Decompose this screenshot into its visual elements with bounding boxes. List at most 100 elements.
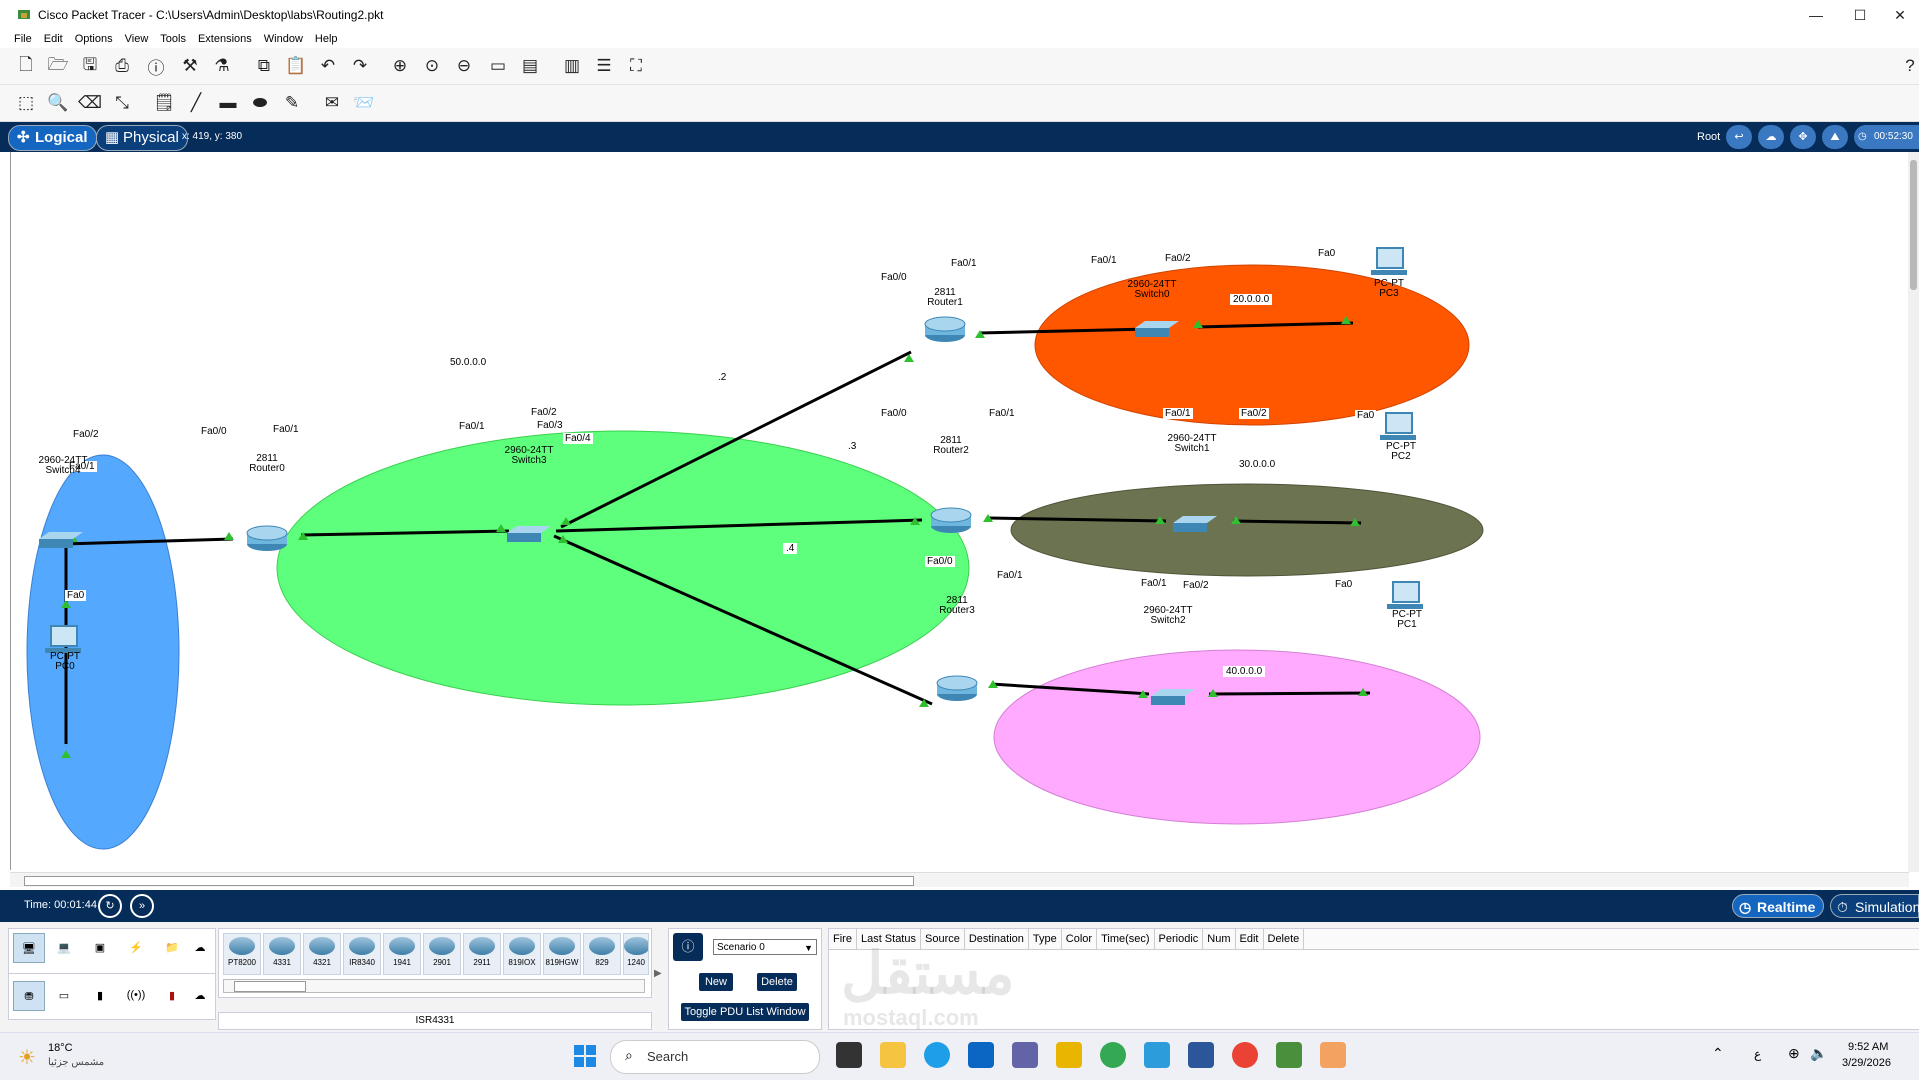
input-language[interactable]: ع [1754,1047,1762,1061]
link-switchl-router0[interactable] [62,537,234,546]
vertical-scroll-thumb[interactable] [1910,160,1917,290]
pdu-col-num[interactable]: Num [1203,929,1236,949]
menu-extensions[interactable]: Extensions [197,33,252,45]
switch1-icon[interactable] [1173,516,1217,532]
activity-wizard-icon[interactable]: ⚗ [214,56,230,75]
scenario-select[interactable]: Scenario 0▼ [713,939,817,955]
remote-desktop-icon[interactable] [1144,1042,1170,1068]
switch3-icon[interactable] [507,526,551,542]
background-image-icon[interactable]: ⛰ [1822,125,1848,149]
link-router0-switch3[interactable] [300,529,510,537]
redo-icon[interactable]: ↷ [352,56,368,75]
horizontal-scrollbar[interactable] [10,872,1909,887]
pdu-col-destination[interactable]: Destination [965,929,1029,949]
simple-pdu-icon[interactable]: ✉ [324,93,340,112]
linkedin-icon[interactable] [968,1042,994,1068]
end-devices-icon[interactable]: 💻 [57,941,71,954]
device-item[interactable]: 819HGW [543,933,581,975]
wireless-icon[interactable]: ((•)) [126,989,146,1001]
menu-window[interactable]: Window [263,33,303,45]
menu-file[interactable]: File [14,33,32,45]
resize-icon[interactable]: ⤡ [115,93,129,112]
realtime-button[interactable]: ◷Realtime [1732,894,1824,918]
link-router1-switch0[interactable] [978,327,1152,335]
pc3-icon[interactable] [1371,247,1407,275]
chrome-icon[interactable] [1100,1042,1126,1068]
router0-icon[interactable] [246,525,288,551]
viewport-clock[interactable]: ◷00:52:30 [1854,125,1919,149]
router2-icon[interactable] [930,507,972,533]
network-icon[interactable]: ⊕ [1788,1045,1800,1061]
link-switch1-pc2[interactable] [1232,519,1362,525]
toggle-pdu-list-button[interactable]: Toggle PDU List Window [681,1003,809,1021]
panel-expand-icon[interactable]: ▶ [654,968,662,979]
switch2-icon[interactable] [1151,689,1195,705]
zoom-reset-icon[interactable]: ⊙ [424,56,440,75]
info-icon[interactable]: ⓘ [147,58,165,78]
volume-icon[interactable]: 🔈 [1810,1045,1828,1061]
screenshot-icon[interactable]: ⛶ [630,56,642,75]
hubs-icon[interactable]: ▮ [96,989,104,1002]
logical-workspace[interactable]: 50.0.0.0 20.0.0.0 30.0.0.0 40.0.0.0 .2 .… [10,152,1912,870]
pdu-col-delete[interactable]: Delete [1264,929,1305,949]
misc-icon[interactable]: 📁 [165,941,179,954]
link-switch2-pc1[interactable] [1208,691,1371,696]
connections-icon[interactable]: ⚡ [129,941,143,954]
delete-icon[interactable]: ⌫ [77,93,103,112]
draw-line-icon[interactable]: ╱ [190,93,202,112]
pdu-col-color[interactable]: Color [1062,929,1098,949]
menu-edit[interactable]: Edit [43,33,63,45]
freeform-icon[interactable]: ✎ [284,93,300,112]
menu-tools[interactable]: Tools [160,33,186,45]
link-router2-switch1[interactable] [988,516,1167,523]
device-item[interactable]: 1240 [623,933,649,975]
pdu-col-periodic[interactable]: Periodic [1155,929,1204,949]
pdu-col-edit[interactable]: Edit [1236,929,1264,949]
drawing-palette-icon[interactable]: ▭ [489,56,507,75]
router3-icon[interactable] [936,675,978,701]
pdu-col-last-status[interactable]: Last Status [857,929,921,949]
start-icon[interactable] [574,1045,596,1067]
router1-icon[interactable] [924,316,966,342]
logical-mode-button[interactable]: ✣ Logical [8,125,97,151]
pdu-col-source[interactable]: Source [921,929,965,949]
fast-forward-icon[interactable]: » [130,894,154,918]
help-icon[interactable]: ? [1905,56,1915,75]
power-cycle-icon[interactable]: ↻ [98,894,122,918]
switchl-icon[interactable] [39,532,83,548]
packet-tracer-taskbar-icon[interactable] [1276,1042,1302,1068]
weather-icon[interactable]: ☀ [18,1047,36,1069]
zoom-out-icon[interactable]: ⊖ [456,56,472,75]
pdu-col-fire[interactable]: Fire [829,929,857,949]
switch0-icon[interactable] [1135,321,1179,337]
file-explorer-icon[interactable] [880,1042,906,1068]
device-item[interactable]: 2911 [463,933,501,975]
save-icon[interactable]: 🖫 [82,54,98,74]
undo-icon[interactable]: ↶ [320,56,336,75]
move-object-icon[interactable]: ✥ [1790,125,1816,149]
components-icon[interactable]: ▣ [94,941,106,954]
pc2-icon[interactable] [1380,412,1416,440]
pc0-icon[interactable] [45,625,81,653]
routers-icon[interactable]: ⛃ [13,981,45,1011]
simulation-button[interactable]: ⏱Simulation [1830,894,1919,918]
close-button[interactable]: ✕ [1894,7,1906,23]
menu-view[interactable]: View [124,33,149,45]
cluster-icon[interactable]: ☁ [1758,125,1784,149]
task-view-icon[interactable] [836,1042,862,1068]
device-item[interactable]: 829 [583,933,621,975]
network-devices-icon[interactable]: 🖥 [13,933,45,963]
print-icon[interactable]: ⎙ [115,56,129,75]
teams-icon[interactable] [1012,1042,1038,1068]
clock-date[interactable]: 3/29/2026 [1842,1057,1891,1069]
wan-emulation-icon[interactable]: ☁ [194,989,206,1002]
tray-chevron-icon[interactable]: ⌃ [1712,1045,1724,1061]
pdu-col-time[interactable]: Time(sec) [1097,929,1155,949]
device-item[interactable]: PT8200 [223,933,261,975]
device-item[interactable]: 819IOX [503,933,541,975]
switches-icon[interactable]: ▭ [58,989,70,1002]
draw-ellipse-icon[interactable]: ⬬ [252,93,268,112]
vertical-scrollbar[interactable] [1908,152,1919,872]
link-switch3-router2[interactable] [555,518,923,533]
device-list-scrollbar[interactable] [223,979,645,993]
